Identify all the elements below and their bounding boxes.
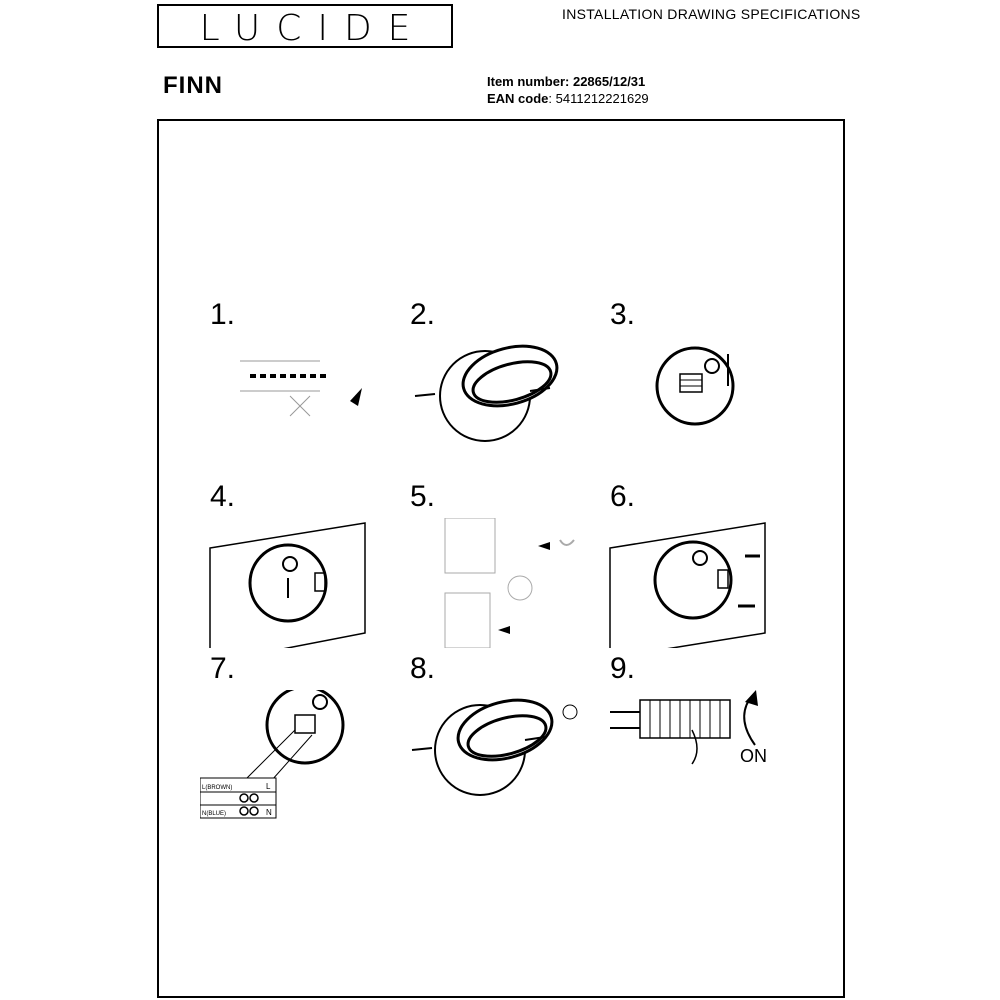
product-name: FINN <box>163 72 223 99</box>
power-on-label: ON <box>740 746 767 766</box>
l-terminal-label: L <box>266 782 271 791</box>
lamp-mount-icon <box>411 698 578 796</box>
lamp-unscrew-icon <box>414 344 559 442</box>
brown-wire-label: L(BROWN) <box>202 785 232 791</box>
document-title: INSTALLATION DRAWING SPECIFICATIONS <box>562 6 861 22</box>
step-6: 6. <box>600 480 790 650</box>
instruction-panel: 1. 2. 3. <box>200 290 800 830</box>
mounting-plate-icon <box>655 346 735 426</box>
step-number: 3. <box>610 298 636 331</box>
step-9: 9. ON <box>600 652 790 822</box>
step-number: 5. <box>410 480 436 513</box>
step-number: 8. <box>410 652 436 685</box>
step-4: 4. <box>200 480 390 650</box>
step-2: 2. <box>400 298 590 468</box>
drill-icon <box>444 518 575 648</box>
ean-label: EAN code <box>487 91 549 106</box>
step-number: 1. <box>210 298 236 331</box>
screw-plate-icon <box>609 522 766 648</box>
drawing-frame <box>157 119 845 998</box>
brand-logo: LUCIDE <box>157 4 453 49</box>
unpack-icon <box>240 360 362 417</box>
wiring-icon: L(BROWN) N(BLUE) L N <box>200 690 345 819</box>
step-3: 3. <box>600 298 790 468</box>
step-number: 9. <box>610 652 636 685</box>
ean-value: : 5411212221629 <box>548 91 649 106</box>
item-number-row: Item number: 22865/12/31 <box>487 73 649 90</box>
step-1: 1. <box>200 298 390 468</box>
step-8: 8. <box>400 652 590 822</box>
step-number: 4. <box>210 480 236 513</box>
step-number: 2. <box>410 298 436 331</box>
step-5: 5. <box>400 480 590 650</box>
brand-name: LUCIDE <box>199 8 427 49</box>
mark-wall-icon <box>209 522 366 648</box>
step-7: 7. L(BROWN) N(BLUE) L N <box>200 652 400 832</box>
step-number: 6. <box>610 480 636 513</box>
n-terminal-label: N <box>266 808 272 817</box>
breaker-on-icon: ON <box>610 690 767 766</box>
item-number-label: Item number: <box>487 74 570 89</box>
ean-row: EAN code: 5411212221629 <box>487 90 649 107</box>
step-number: 7. <box>210 652 236 685</box>
item-number-value: 22865/12/31 <box>572 74 646 89</box>
product-meta: Item number: 22865/12/31 EAN code: 54112… <box>487 73 649 107</box>
blue-wire-label: N(BLUE) <box>202 811 226 817</box>
